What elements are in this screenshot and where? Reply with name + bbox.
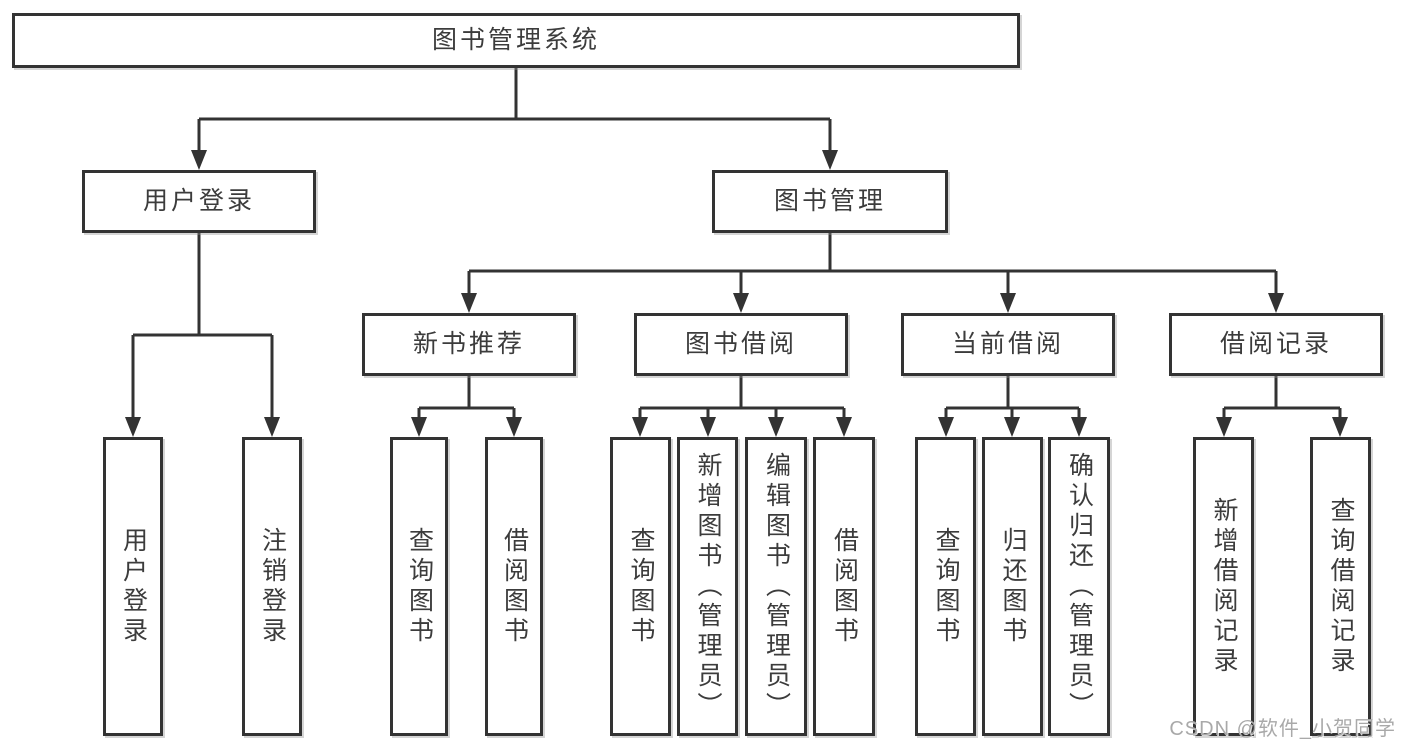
node-user-login-label: 用户登录 (142, 186, 255, 215)
leaf-records-add-record-label: 新增借阅记录 (1210, 496, 1238, 677)
leaf-borrowing-borrow-books-label: 借阅图书 (830, 526, 859, 647)
leaf-user-login: 用户登录 (103, 437, 163, 736)
leaf-borrowing-edit-books-admin: 编辑图书（管理员） (745, 437, 807, 736)
node-book-borrowing: 图书借阅 (634, 313, 848, 376)
leaf-recommend-borrow-books: 借阅图书 (485, 437, 543, 736)
node-new-book-recommend-label: 新书推荐 (412, 329, 525, 358)
node-borrowing-records: 借阅记录 (1169, 313, 1383, 376)
leaf-borrowing-edit-books-admin-label: 编辑图书（管理员） (762, 451, 791, 722)
leaf-logout: 注销登录 (242, 437, 302, 736)
leaf-current-query-books: 查询图书 (915, 437, 976, 736)
leaf-records-query-record: 查询借阅记录 (1310, 437, 1371, 736)
node-user-login: 用户登录 (82, 170, 316, 233)
leaf-recommend-query-books: 查询图书 (390, 437, 448, 736)
leaf-borrowing-borrow-books: 借阅图书 (813, 437, 875, 736)
leaf-recommend-borrow-books-label: 借阅图书 (500, 526, 529, 647)
node-book-borrowing-label: 图书借阅 (684, 329, 797, 358)
node-book-management: 图书管理 (712, 170, 948, 233)
leaf-current-query-books-label: 查询图书 (932, 526, 960, 647)
leaf-recommend-query-books-label: 查询图书 (405, 526, 434, 647)
leaf-current-return-books: 归还图书 (982, 437, 1043, 736)
leaf-borrowing-add-books-admin-label: 新增图书（管理员） (694, 451, 722, 722)
leaf-current-return-books-label: 归还图书 (999, 526, 1027, 647)
node-borrowing-records-label: 借阅记录 (1219, 329, 1332, 358)
leaf-borrowing-query-books: 查询图书 (610, 437, 671, 736)
node-current-borrowing: 当前借阅 (901, 313, 1115, 376)
leaf-current-confirm-return-admin-label: 确认归还（管理员） (1065, 451, 1094, 722)
leaf-user-login-label: 用户登录 (119, 526, 148, 647)
node-book-management-label: 图书管理 (773, 186, 886, 215)
leaf-current-confirm-return-admin: 确认归还（管理员） (1048, 437, 1110, 736)
node-root-system-label: 图书管理系统 (431, 25, 600, 54)
leaf-borrowing-query-books-label: 查询图书 (627, 526, 655, 647)
leaf-logout-label: 注销登录 (258, 526, 287, 647)
csdn-watermark: CSDN @软件_小贺同学 (1169, 718, 1396, 740)
node-new-book-recommend: 新书推荐 (362, 313, 576, 376)
leaf-records-query-record-label: 查询借阅记录 (1327, 496, 1355, 677)
leaf-records-add-record: 新增借阅记录 (1193, 437, 1254, 736)
node-root-system: 图书管理系统 (12, 13, 1020, 68)
node-current-borrowing-label: 当前借阅 (951, 329, 1064, 358)
leaf-borrowing-add-books-admin: 新增图书（管理员） (677, 437, 738, 736)
